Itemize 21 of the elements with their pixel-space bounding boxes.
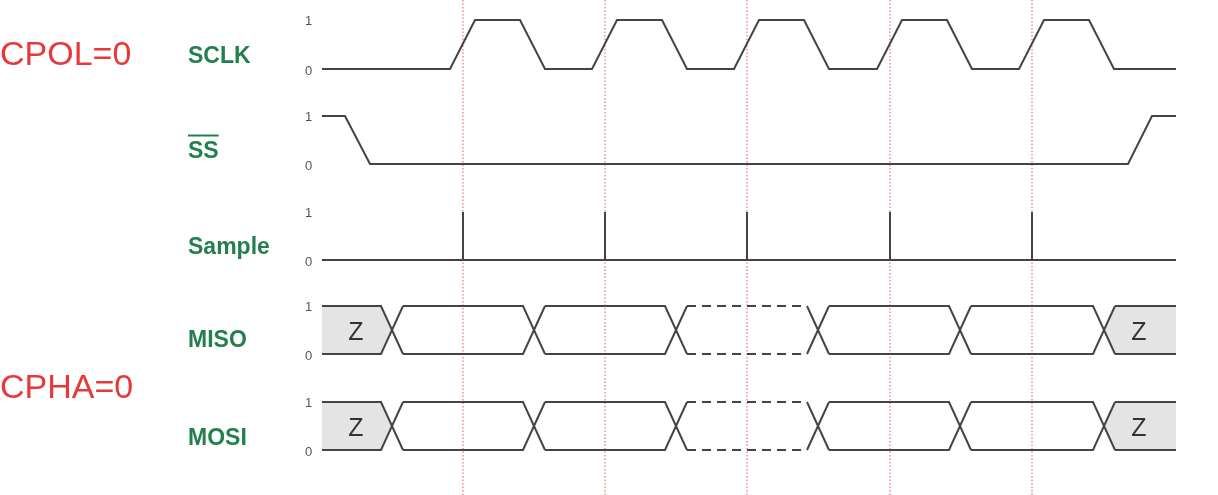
level-tick: 0 <box>305 158 313 172</box>
level-tick: 1 <box>305 13 313 27</box>
level-tick: 0 <box>305 348 313 362</box>
level-tick: 1 <box>305 109 313 123</box>
state-label: Z <box>348 318 364 344</box>
mode-label: CPOL=0 <box>0 36 132 70</box>
signal-name: MISO <box>188 327 247 351</box>
level-tick: 1 <box>305 299 313 313</box>
signal-name: SCLK <box>188 43 251 67</box>
state-label: Z <box>1131 414 1147 440</box>
level-tick: 0 <box>305 63 313 77</box>
mode-label: CPHA=0 <box>0 369 134 403</box>
level-tick: 1 <box>305 395 313 409</box>
state-label: Z <box>1131 318 1147 344</box>
state-label: Z <box>348 414 364 440</box>
level-tick: 0 <box>305 254 313 268</box>
signal-name: Sample <box>188 234 270 258</box>
signal-name: SS <box>188 138 219 162</box>
level-tick: 0 <box>305 444 313 458</box>
signal-name: MOSI <box>188 425 247 449</box>
level-tick: 1 <box>305 205 313 219</box>
